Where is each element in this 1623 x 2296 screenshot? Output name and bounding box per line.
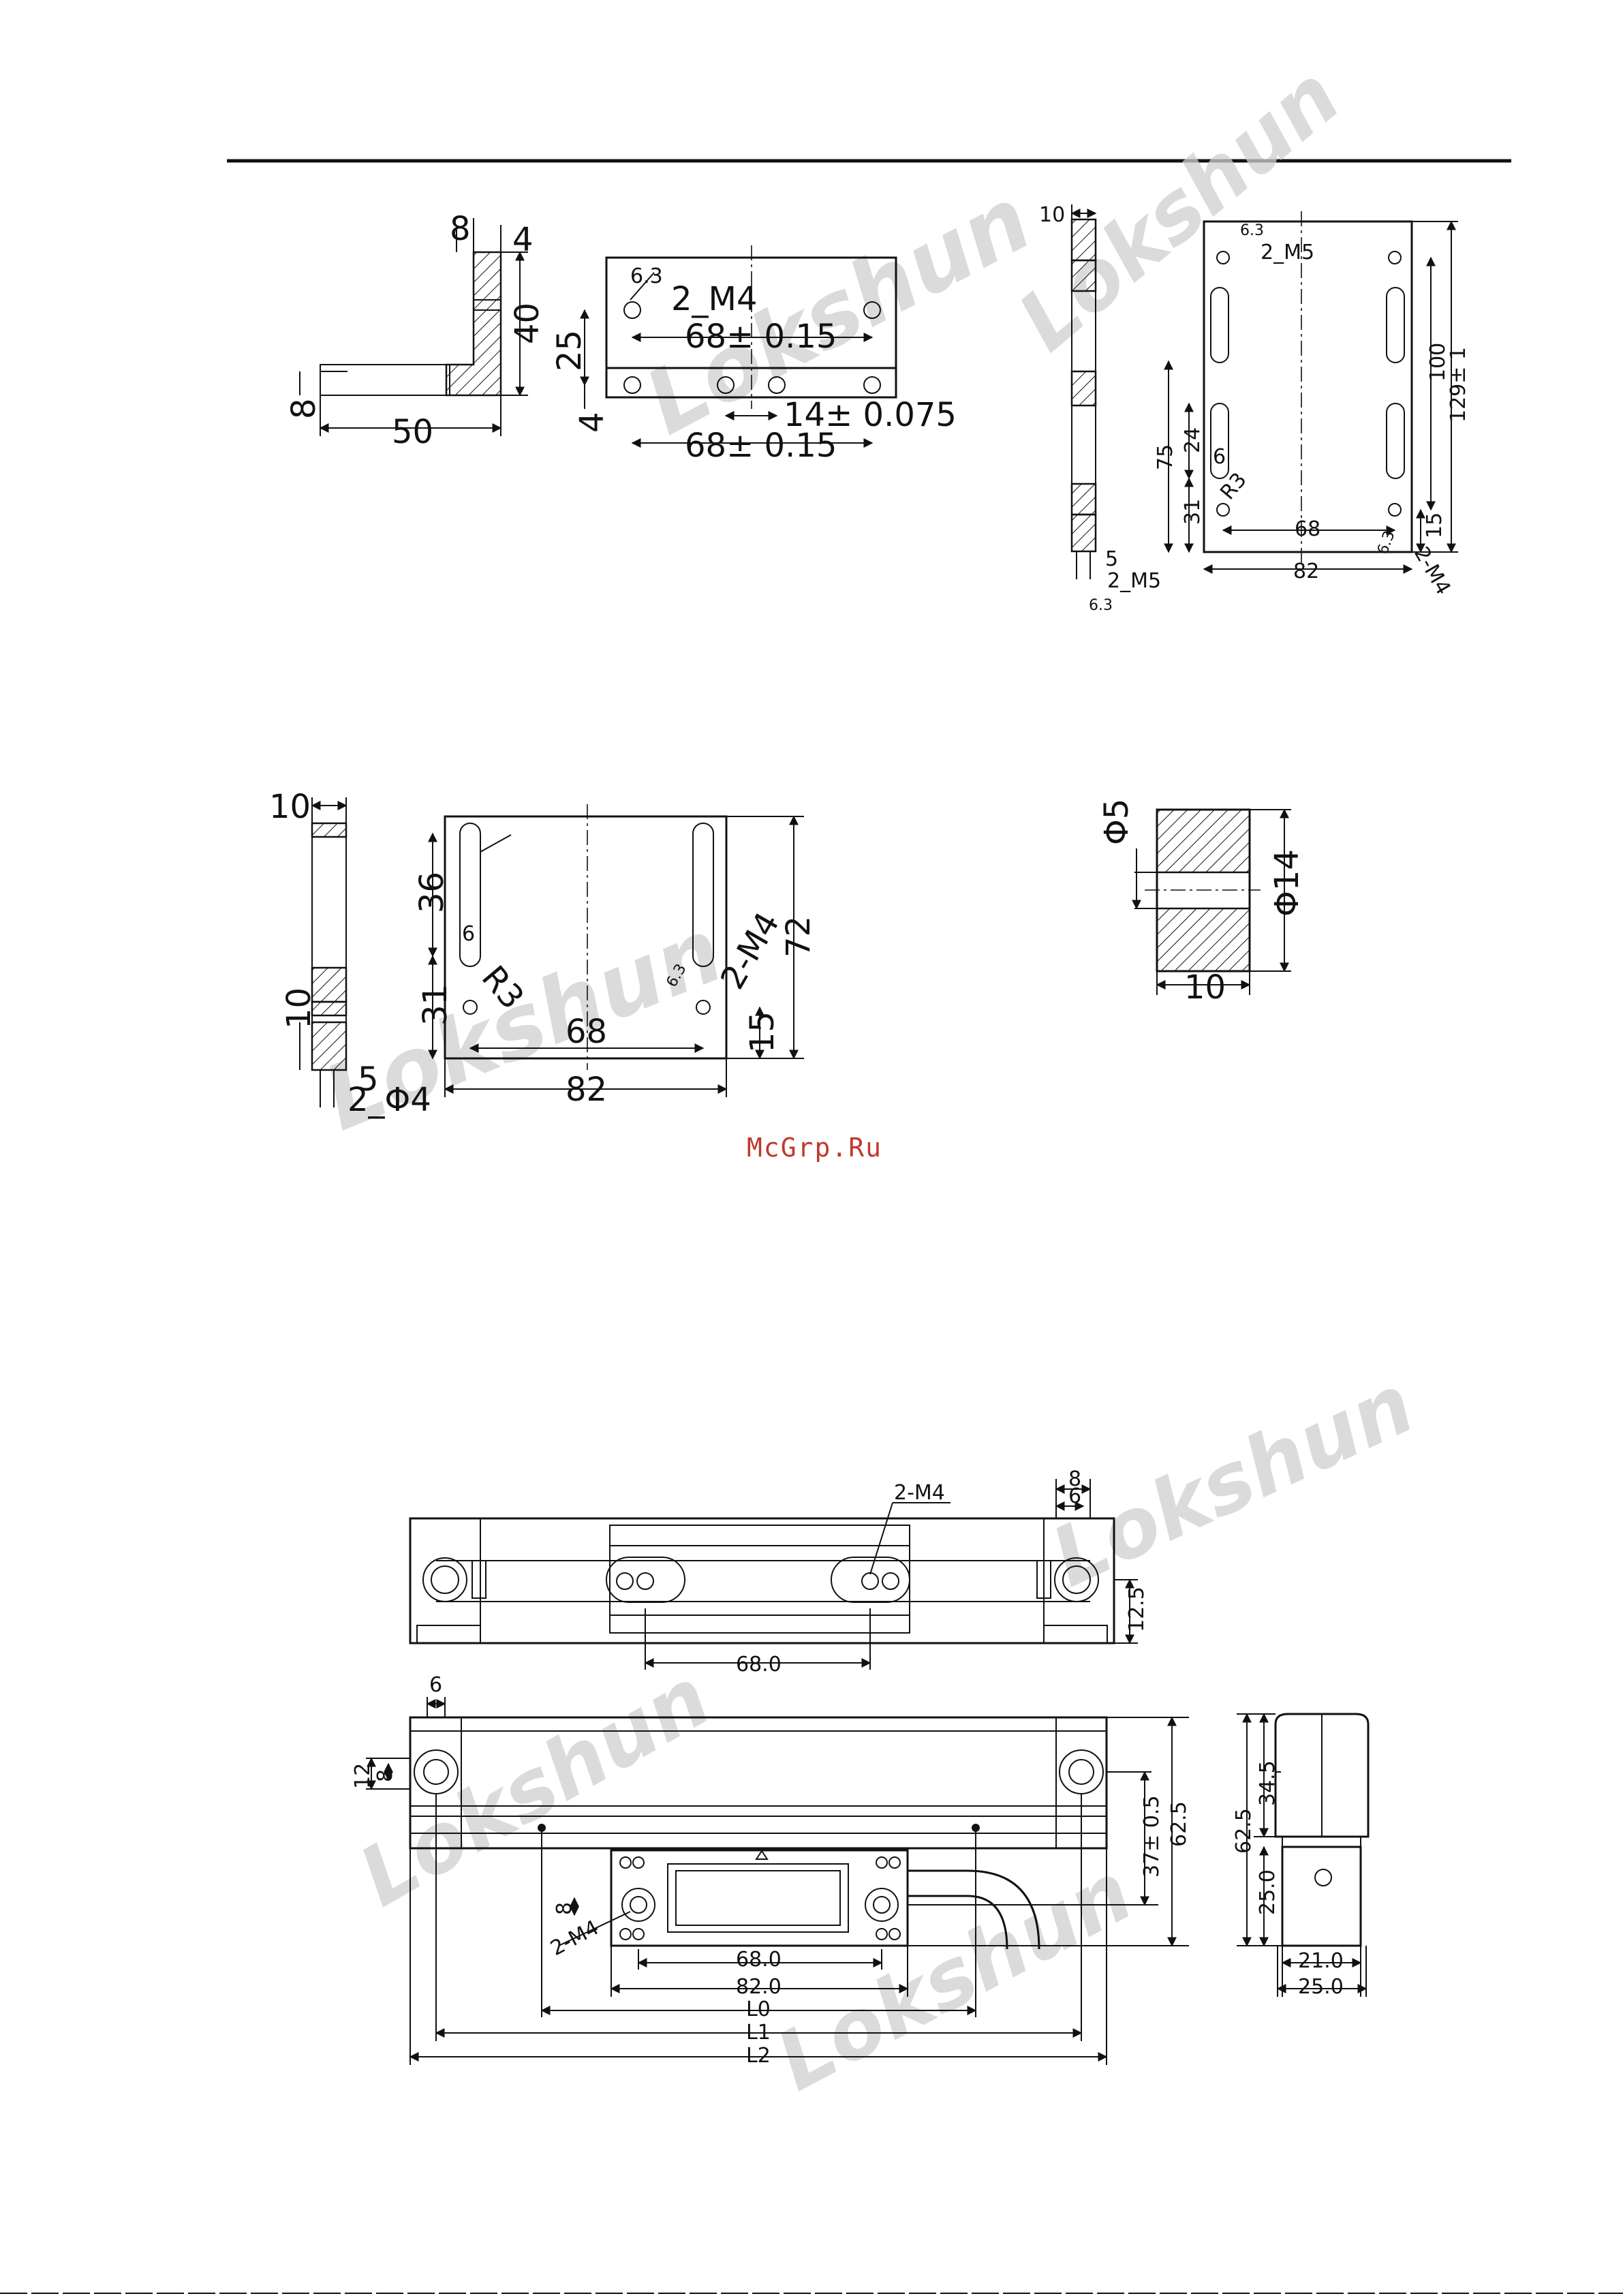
bracket-reader-dim-6: 6 xyxy=(1213,445,1226,469)
bracket-reader-thread-m4: 2-M4 xyxy=(1409,543,1455,599)
bracket-l-dim-68-bottom: 68± 0.15 xyxy=(685,427,837,465)
scale-end-view xyxy=(1237,1713,1370,1997)
bracket-l-dim-8: 8 xyxy=(450,210,471,248)
bracket-reader-dim-15: 15 xyxy=(1423,512,1447,538)
bracket-l-dim-40: 40 xyxy=(508,303,546,344)
scale-front-dim-68: 68.0 xyxy=(736,1948,782,1972)
bracket-reader-dim-82: 82 xyxy=(1293,560,1319,583)
bracket-plate-dim-68: 68 xyxy=(566,1013,607,1051)
scale-top-dim-6: 6 xyxy=(1068,1484,1081,1508)
bracket-plate-dim-6: 6 xyxy=(462,922,475,946)
bracket-l-dim-14: 14± 0.075 xyxy=(784,396,957,434)
scale-top-dim-8: 8 xyxy=(1068,1467,1081,1491)
bracket-reader-r3: R3 xyxy=(1216,468,1251,504)
scale-end-dim-34-5: 34.5 xyxy=(1256,1760,1280,1806)
bracket-reader-thread-m5: 2_M5 xyxy=(1261,241,1314,264)
bracket-reader-side-10: 10 xyxy=(1039,203,1065,227)
bracket-l-dim-8b: 8 xyxy=(285,398,323,419)
bracket-reader-dim-68: 68 xyxy=(1295,517,1320,541)
bracket-plate-side-10-top: 10 xyxy=(269,788,311,826)
bracket-plate-dim-82: 82 xyxy=(566,1071,607,1109)
bracket-plate-side-5: 5 xyxy=(358,1060,379,1099)
scale-top-thread: 2-M4 xyxy=(894,1481,945,1505)
spacer-length: 10 xyxy=(1184,968,1226,1007)
watermark-5: Lokshun xyxy=(344,1651,726,1926)
bracket-reader-front-view xyxy=(1164,211,1458,574)
bracket-reader-dim-31: 31 xyxy=(1181,499,1205,525)
scale-end-dim-25-vert: 25.0 xyxy=(1256,1869,1280,1915)
bracket-reader-side-view xyxy=(1070,204,1097,579)
bracket-plate-front-view xyxy=(428,804,804,1097)
bracket-l-dim-50: 50 xyxy=(392,413,433,451)
scale-front-l0: L0 xyxy=(746,1997,771,2021)
watermark-4: Lokshun xyxy=(1038,1357,1428,1606)
spacer-outer-diameter: Φ14 xyxy=(1268,849,1306,917)
bracket-l-dim-68-top: 68± 0.15 xyxy=(685,318,837,356)
bracket-l-dim-25: 25 xyxy=(551,330,589,371)
source-label: McGrp.Ru xyxy=(747,1133,882,1163)
bracket-reader-roughness-top: 6.3 xyxy=(1240,222,1264,239)
scale-front-dim-37: 37± 0.5 xyxy=(1140,1795,1164,1878)
bracket-reader-dim-75: 75 xyxy=(1154,444,1177,470)
bracket-plate-side-hole: 2_Φ4 xyxy=(347,1081,431,1119)
scale-front-dim-12: 12 xyxy=(351,1763,375,1789)
bracket-reader-side-thread: 2_M5 xyxy=(1107,569,1161,593)
scale-top-dim-12-5: 12.5 xyxy=(1125,1587,1149,1632)
scale-top-dim-68: 68.0 xyxy=(736,1653,782,1677)
bracket-plate-side-10-mid: 10 xyxy=(280,988,318,1029)
spacer-inner-diameter: Φ5 xyxy=(1098,799,1136,845)
bracket-reader-dim-129: 129± 1 xyxy=(1447,347,1470,423)
scale-front-dim-8-left: 8 xyxy=(373,1769,397,1782)
bracket-reader-side-roughness: 6.3 xyxy=(1089,597,1113,614)
bracket-plate-dim-15: 15 xyxy=(743,1011,782,1053)
bracket-l-dim-4: 4 xyxy=(512,221,534,259)
bracket-reader-side-5: 5 xyxy=(1105,547,1118,571)
bracket-reader-dim-24: 24 xyxy=(1181,427,1205,453)
bracket-plate-side-view xyxy=(299,797,347,1107)
bracket-l-front-view xyxy=(580,245,897,448)
scale-front-view xyxy=(366,1697,1189,2065)
bracket-reader-dim-100: 100 xyxy=(1426,343,1450,382)
bracket-plate-dim-36: 36 xyxy=(413,872,451,913)
scale-top-view xyxy=(409,1479,1138,1670)
scale-end-dim-21: 21.0 xyxy=(1298,1949,1344,1973)
bracket-l-roughness: 6.3 xyxy=(630,264,663,288)
bracket-plate-thread: 2-M4 xyxy=(713,906,787,996)
scale-front-dim-8-reader: 8 xyxy=(553,1902,576,1915)
scale-end-dim-25-horiz: 25.0 xyxy=(1298,1975,1344,1999)
scale-front-dim-82: 82.0 xyxy=(736,1975,782,1999)
spacer-section-view xyxy=(1132,808,1291,995)
scale-front-thread: 2-M4 xyxy=(546,1916,603,1961)
scale-end-dim-62-5: 62.5 xyxy=(1232,1808,1256,1854)
bracket-l-side-view xyxy=(299,218,528,436)
watermark-6: Lokshun xyxy=(762,1845,1147,2110)
bracket-plate-dim-72: 72 xyxy=(779,916,818,958)
scale-front-dim-62-5: 62.5 xyxy=(1167,1801,1191,1847)
scale-front-l2: L2 xyxy=(746,2044,771,2068)
bracket-plate-dim-31: 31 xyxy=(416,984,454,1026)
scale-front-dim-6: 6 xyxy=(429,1673,442,1697)
bracket-l-dim-4: 4 xyxy=(573,412,611,433)
scale-front-l1: L1 xyxy=(746,2021,771,2045)
bracket-l-thread: 2_M4 xyxy=(671,280,758,318)
